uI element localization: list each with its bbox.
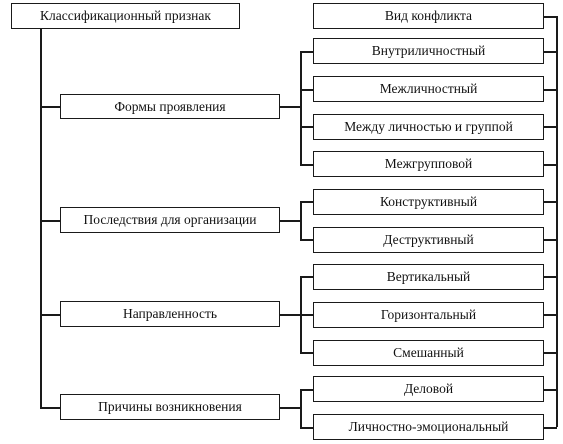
item-6-out-connector bbox=[544, 239, 557, 241]
item-4-in-connector bbox=[300, 164, 313, 166]
item-2-out-connector bbox=[544, 89, 557, 91]
item-intergroup: Межгрупповой bbox=[313, 151, 544, 177]
group-label-consequences: Последствия для организации bbox=[60, 207, 280, 233]
item-11-out-connector bbox=[544, 427, 557, 429]
item-destructive: Деструктивный bbox=[313, 227, 544, 253]
item-8-in-connector bbox=[300, 314, 313, 316]
item-business: Деловой bbox=[313, 376, 544, 402]
item-interpersonal: Межличностный bbox=[313, 76, 544, 102]
item-1-out-connector bbox=[544, 51, 557, 53]
group-1-bracket-connector bbox=[280, 106, 300, 108]
header-classification-criterion: Классификационный признак bbox=[11, 3, 240, 29]
item-3-in-connector bbox=[300, 126, 313, 128]
group-2-bracket-connector bbox=[280, 220, 300, 222]
item-horizontal: Горизонтальный bbox=[313, 302, 544, 328]
right-trunk-top-connector bbox=[544, 16, 557, 18]
item-1-in-connector bbox=[300, 51, 313, 53]
item-9-out-connector bbox=[544, 352, 557, 354]
item-9-in-connector bbox=[300, 352, 313, 354]
item-5-out-connector bbox=[544, 201, 557, 203]
item-person-group: Между личностью и группой bbox=[313, 114, 544, 140]
group-2-bracket bbox=[300, 201, 302, 240]
item-6-in-connector bbox=[300, 239, 313, 241]
item-3-out-connector bbox=[544, 126, 557, 128]
item-2-in-connector bbox=[300, 89, 313, 91]
item-7-in-connector bbox=[300, 276, 313, 278]
group-4-bracket-connector bbox=[280, 407, 300, 409]
item-10-in-connector bbox=[300, 389, 313, 391]
item-constructive: Конструктивный bbox=[313, 189, 544, 215]
group-label-direction: Направленность bbox=[60, 301, 280, 327]
item-mixed: Смешанный bbox=[313, 340, 544, 366]
item-10-out-connector bbox=[544, 389, 557, 391]
group-4-bracket bbox=[300, 389, 302, 428]
group-label-causes: Причины возникновения bbox=[60, 394, 280, 420]
item-intrapersonal: Внутриличностный bbox=[313, 38, 544, 64]
header-conflict-type: Вид конфликта bbox=[313, 3, 544, 29]
item-personal-emotional: Личностно-эмоциональный bbox=[313, 414, 544, 440]
item-7-out-connector bbox=[544, 276, 557, 278]
left-trunk-line bbox=[40, 29, 42, 407]
item-4-out-connector bbox=[544, 164, 557, 166]
group-3-bracket-connector bbox=[280, 314, 300, 316]
item-vertical: Вертикальный bbox=[313, 264, 544, 290]
right-trunk-line bbox=[556, 16, 558, 427]
item-8-out-connector bbox=[544, 314, 557, 316]
group-1-bracket bbox=[300, 51, 302, 164]
group-1-trunk-connector bbox=[40, 106, 60, 108]
item-5-in-connector bbox=[300, 201, 313, 203]
group-label-forms: Формы проявления bbox=[60, 94, 280, 119]
item-11-in-connector bbox=[300, 427, 313, 429]
group-4-trunk-connector bbox=[40, 407, 60, 409]
group-2-trunk-connector bbox=[40, 220, 60, 222]
group-3-trunk-connector bbox=[40, 314, 60, 316]
